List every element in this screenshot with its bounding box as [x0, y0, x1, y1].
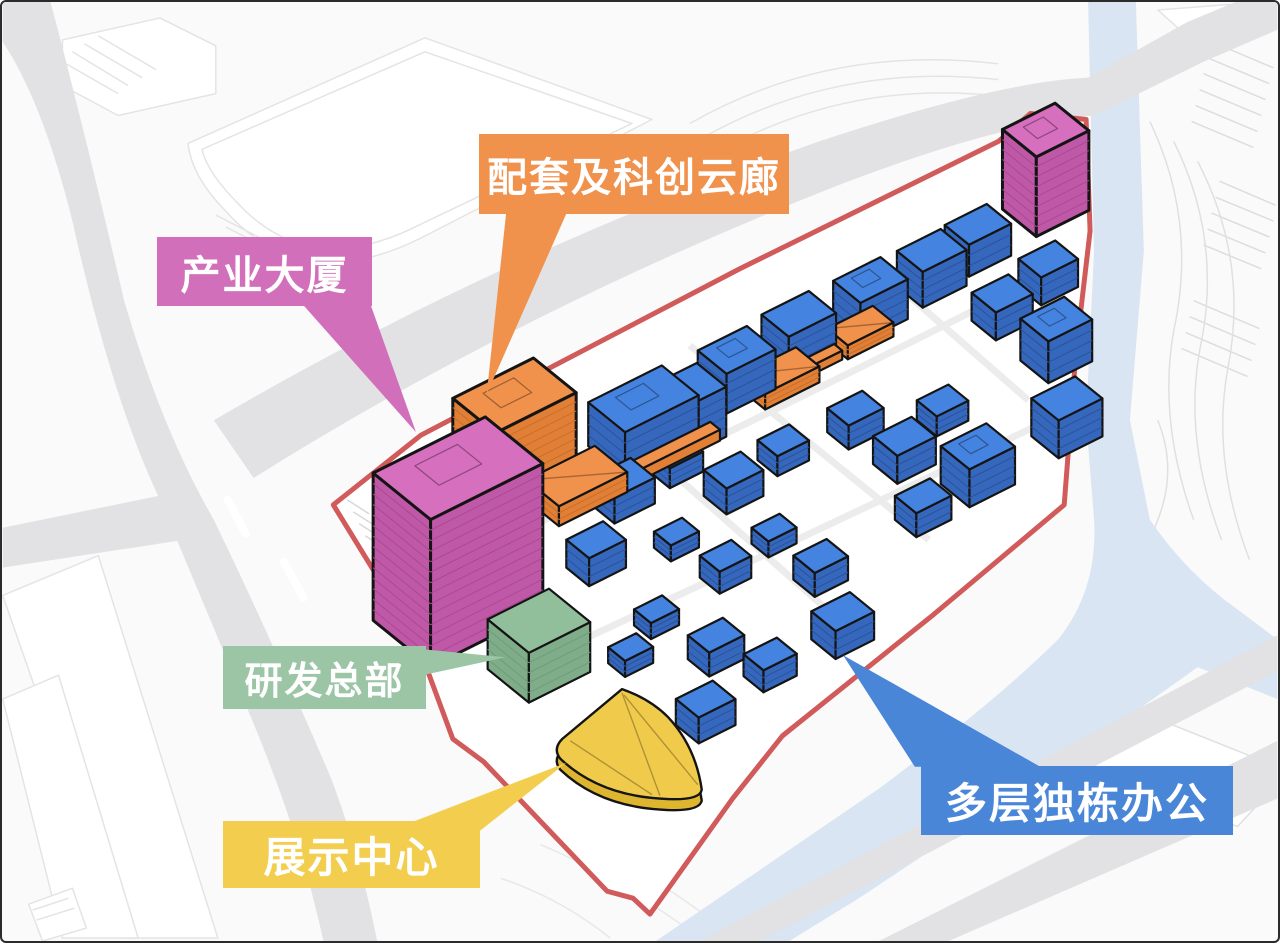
- label-industry-tower: 产业大厦: [157, 237, 372, 306]
- office-building: [1030, 375, 1104, 460]
- label-office-buildings: 多层独栋办公: [921, 766, 1233, 835]
- river: [655, 2, 1278, 941]
- office-building: [970, 273, 1034, 342]
- office-building: [792, 537, 850, 598]
- office-building: [915, 383, 970, 438]
- office-building: [810, 590, 876, 661]
- office-building: [939, 422, 1017, 509]
- rd-headquarters-tail: [422, 649, 506, 676]
- office-building: [742, 636, 798, 694]
- office-building: [756, 423, 811, 478]
- rd-building: [486, 587, 592, 704]
- cloud-corridor-tail: [486, 209, 569, 395]
- office-building: [632, 594, 681, 641]
- office-building: [674, 679, 737, 745]
- office-building: [871, 415, 937, 485]
- office-building: [750, 512, 798, 559]
- office-building: [826, 389, 885, 451]
- office-building: [686, 616, 746, 678]
- office-building: [1019, 295, 1094, 385]
- office-building: [607, 632, 655, 679]
- office-building: [893, 477, 953, 539]
- label-cloud-corridor: 配套及科创云廊: [479, 134, 789, 214]
- buildings-group: [371, 101, 1104, 745]
- exhibition-center-building: [555, 687, 703, 812]
- office-building: [702, 450, 765, 516]
- office-building: [698, 538, 753, 595]
- exhibition-tail: [410, 762, 567, 837]
- tower-building: [1000, 101, 1091, 239]
- label-rd-headquarters: 研发总部: [223, 646, 426, 709]
- label-exhibition-center: 展示中心: [223, 821, 480, 888]
- office-building: [1017, 239, 1080, 307]
- office-building: [652, 516, 701, 563]
- office-building: [565, 520, 628, 588]
